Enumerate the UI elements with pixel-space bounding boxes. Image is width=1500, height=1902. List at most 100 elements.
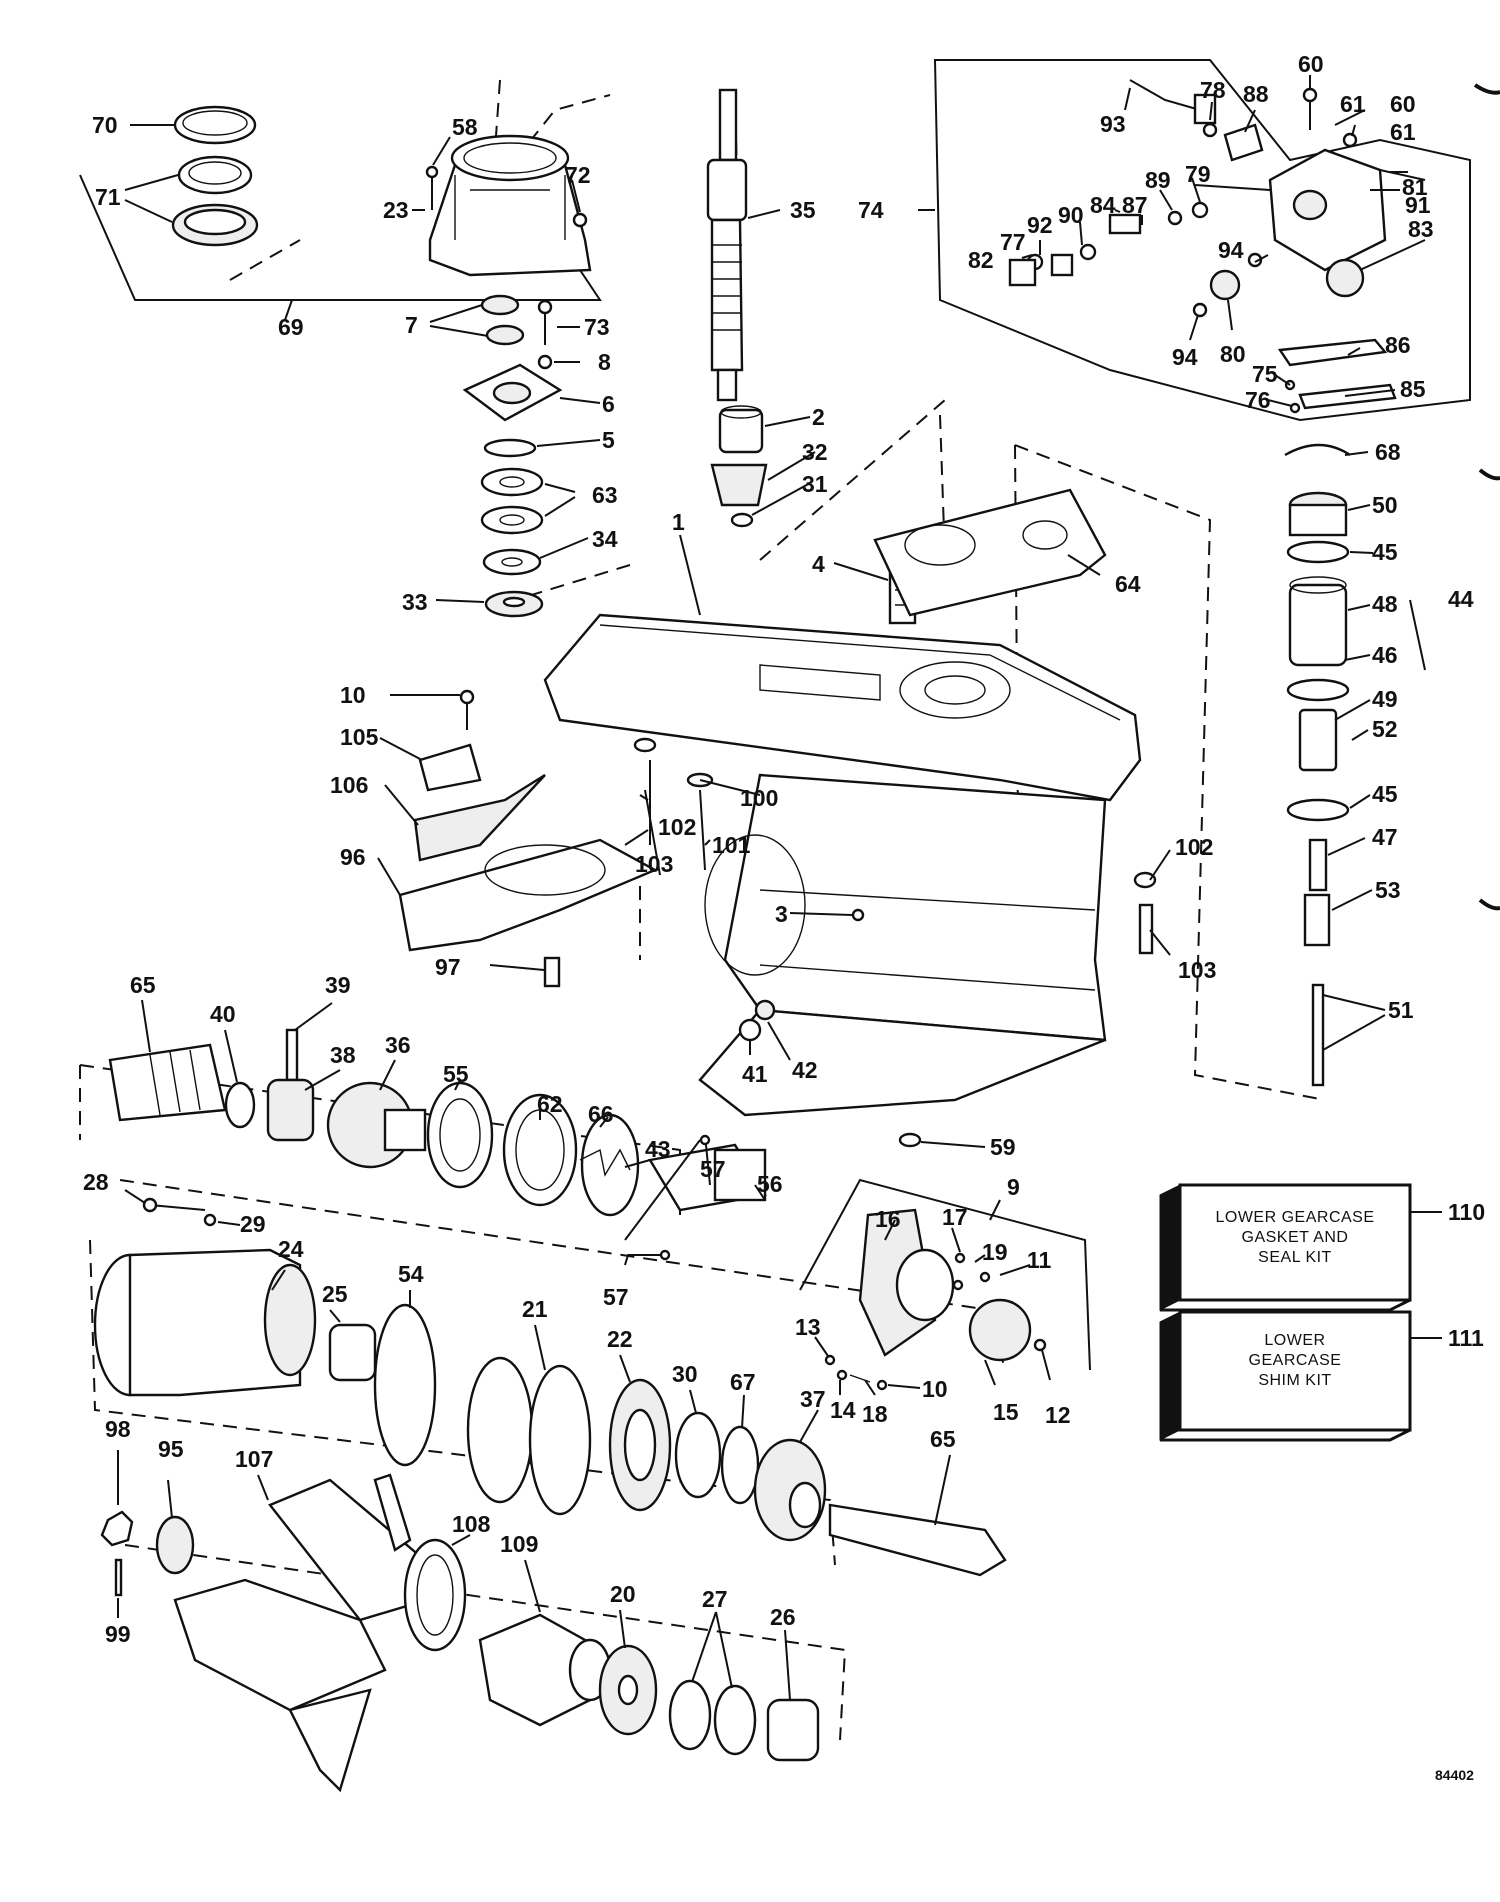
callout-19: 19 (982, 1239, 1008, 1265)
callout-35: 35 (790, 197, 816, 223)
callout-6: 6 (602, 391, 615, 417)
callout-109: 109 (500, 1531, 538, 1557)
callout-8: 8 (598, 349, 611, 375)
callout-94b: 94 (1172, 344, 1198, 370)
callout-29: 29 (240, 1211, 266, 1237)
callout-80: 80 (1220, 341, 1246, 367)
callout-61a: 61 (1340, 91, 1366, 117)
callout-67: 67 (730, 1369, 756, 1395)
callout-86: 86 (1385, 332, 1411, 358)
callout-91: 91 (1405, 192, 1431, 218)
callout-36: 36 (385, 1032, 411, 1058)
callout-108: 108 (452, 1511, 491, 1537)
callout-65a: 65 (130, 972, 156, 998)
callout-47: 47 (1372, 824, 1398, 850)
callout-56: 56 (757, 1171, 783, 1197)
callout-49: 49 (1372, 686, 1398, 712)
callout-62: 62 (537, 1091, 563, 1117)
callout-43: 43 (645, 1136, 671, 1162)
callout-16: 16 (875, 1206, 901, 1232)
callout-20: 20 (610, 1581, 636, 1607)
figure-id: 84402 (1435, 1767, 1474, 1783)
callout-84: 84 (1090, 192, 1116, 218)
callout-5: 5 (602, 427, 615, 453)
callout-11: 11 (1027, 1247, 1052, 1273)
kit-gasket-and-seal: LOWER GEARCASE GASKET AND SEAL KIT (1159, 1183, 1412, 1312)
callout-59: 59 (990, 1134, 1016, 1160)
callout-87: 87 (1122, 192, 1148, 218)
callout-44: 44 (1448, 586, 1474, 612)
callout-28: 28 (83, 1169, 109, 1195)
callout-90: 90 (1058, 202, 1084, 228)
callout-50: 50 (1372, 492, 1398, 518)
callout-65b: 65 (930, 1426, 956, 1452)
callout-95: 95 (158, 1436, 184, 1462)
callout-70: 70 (92, 112, 118, 138)
callout-71: 71 (95, 184, 121, 210)
parts (93, 79, 1426, 1793)
gasket-kit-line2: GASKET AND (1242, 1229, 1349, 1246)
callout-57b: 57 (603, 1284, 629, 1310)
callout-54: 54 (398, 1261, 424, 1287)
callout-7: 7 (405, 312, 418, 338)
callout-48: 48 (1372, 591, 1398, 617)
gasket-kit-line3: SEAL KIT (1258, 1249, 1332, 1266)
callout-21: 21 (522, 1296, 548, 1322)
callout-9: 9 (1007, 1174, 1020, 1200)
callout-82: 82 (968, 247, 994, 273)
callout-60b: 60 (1390, 91, 1416, 117)
callout-41: 41 (742, 1061, 768, 1087)
callout-96: 96 (340, 844, 366, 870)
callout-103a: 103 (635, 851, 673, 877)
callout-45b: 45 (1372, 781, 1398, 807)
callout-22: 22 (607, 1326, 633, 1352)
callout-100: 100 (740, 785, 778, 811)
leader-lines (117, 75, 1442, 1701)
callout-76: 76 (1245, 387, 1271, 413)
callout-64: 64 (1115, 571, 1141, 597)
callout-17: 17 (942, 1204, 968, 1230)
callout-30: 30 (672, 1361, 698, 1387)
callout-75: 75 (1252, 361, 1278, 387)
callout-83: 83 (1408, 216, 1434, 242)
callout-37: 37 (800, 1386, 826, 1412)
callout-42: 42 (792, 1057, 818, 1083)
water-pump-housing-58 (428, 134, 592, 277)
callout-10b: 10 (922, 1376, 948, 1402)
callout-46: 46 (1372, 642, 1398, 668)
callout-79: 79 (1185, 161, 1211, 187)
callout-63: 63 (592, 482, 618, 508)
callout-45a: 45 (1372, 539, 1398, 565)
callout-27: 27 (702, 1586, 728, 1612)
callout-3: 3 (775, 901, 788, 927)
callout-105: 105 (340, 724, 379, 750)
callout-102b: 102 (1175, 834, 1213, 860)
callout-31: 31 (802, 471, 828, 497)
callout-2: 2 (812, 404, 825, 430)
callout-38: 38 (330, 1042, 356, 1068)
shim-kit-line2: GEARCASE (1249, 1352, 1342, 1369)
gearcase-housing-1 (543, 613, 1142, 1117)
callout-33: 33 (402, 589, 428, 615)
callout-97: 97 (435, 954, 461, 980)
callout-25: 25 (322, 1281, 348, 1307)
callout-10a: 10 (340, 682, 366, 708)
callout-58: 58 (452, 114, 478, 140)
callout-24: 24 (278, 1236, 304, 1262)
callout-74: 74 (858, 197, 884, 223)
seal-71-upper (177, 155, 253, 195)
callout-102a: 102 (658, 814, 696, 840)
callout-77: 77 (1000, 229, 1026, 255)
callout-88: 88 (1243, 81, 1269, 107)
callout-26: 26 (770, 1604, 796, 1630)
callout-34: 34 (592, 526, 618, 552)
callout-32: 32 (802, 439, 828, 465)
callout-60a: 60 (1298, 51, 1324, 77)
callout-57a: 57 (700, 1156, 726, 1182)
kit-shim: LOWER GEARCASE SHIM KIT (1159, 1310, 1412, 1442)
callout-78: 78 (1200, 77, 1226, 103)
callout-69: 69 (278, 314, 304, 340)
callout-106: 106 (330, 772, 368, 798)
callout-15: 15 (993, 1399, 1019, 1425)
